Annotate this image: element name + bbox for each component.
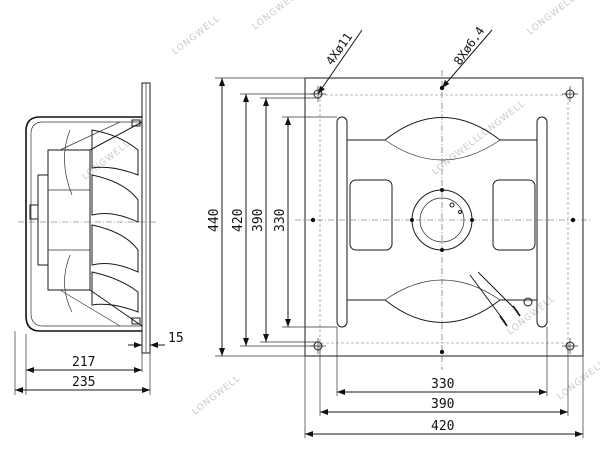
side-blade (91, 129, 139, 176)
side-guard-rail (25, 116, 142, 332)
side-strut (89, 121, 143, 151)
mount-hole (440, 248, 444, 252)
side-terminal-box (29, 204, 39, 220)
front-slot-left (336, 116, 348, 328)
front-cable (469, 274, 506, 323)
watermark: LONGWELL (251, 0, 303, 32)
dim-horizontal-330: 330 (431, 377, 454, 392)
front-view: 440 420 390 330 330 390 420 4Xø11 8Xø6.4 (207, 24, 592, 438)
side-strut (89, 289, 143, 327)
mount-hole (310, 217, 316, 223)
dim-depth-total: 235 (72, 375, 95, 390)
dim-horizontal-420: 420 (431, 419, 454, 434)
dim-vertical-330: 330 (273, 209, 288, 232)
leader-mount-holes (441, 29, 493, 89)
front-cable (477, 271, 519, 313)
dim-vertical-390: 390 (251, 209, 266, 232)
front-bracket (346, 117, 538, 323)
dim-flange-thickness: 15 (168, 331, 184, 346)
front-outer-plate (304, 77, 584, 357)
front-cutout-left (349, 179, 393, 251)
watermark: LONGWELL (476, 99, 528, 143)
dim-vertical-420: 420 (231, 209, 246, 232)
side-blade-curve (64, 254, 73, 313)
front-cable-gland (523, 297, 533, 307)
mount-hole (570, 217, 576, 223)
watermark: LONGWELL (171, 14, 223, 58)
dim-horizontal-390: 390 (431, 397, 454, 412)
side-motor-cap (37, 174, 49, 266)
front-cable-end (512, 305, 521, 317)
front-hub-bolt (449, 202, 455, 208)
side-blade (91, 174, 139, 223)
side-clip (131, 119, 141, 127)
side-blade-curve (64, 129, 73, 196)
side-guard-rail-inner (30, 121, 142, 327)
watermark: LONGWELL (81, 139, 133, 183)
mount-hole (410, 218, 414, 222)
front-hub-bolt (458, 210, 462, 214)
callout-corner-holes: 4Xø11 (323, 30, 355, 68)
mount-hole (470, 218, 474, 222)
watermark: LONGWELL (431, 134, 483, 178)
mount-hole (440, 188, 444, 192)
horizontal-dimension-group: 330 390 420 (304, 327, 584, 438)
front-slot-right (536, 116, 548, 328)
watermark: LONGWELL (556, 359, 600, 403)
mount-hole (439, 349, 445, 355)
hole-callouts: 4Xø11 8Xø6.4 (317, 24, 493, 95)
side-clip (131, 317, 141, 325)
front-inner-outline (319, 94, 569, 344)
front-mount-holes (310, 85, 576, 355)
dim-vertical-440: 440 (207, 209, 222, 232)
callout-mount-holes: 8Xø6.4 (451, 24, 487, 68)
side-blade (91, 224, 139, 273)
vertical-dimension-group: 440 420 390 330 (207, 77, 337, 357)
side-strut (59, 121, 121, 151)
front-bracket-curve-bottom (384, 279, 501, 301)
leader-corner-holes (317, 29, 363, 95)
watermark: LONGWELL (191, 374, 243, 418)
front-cutout-right (492, 179, 536, 251)
front-cable-end (499, 315, 508, 327)
watermark-layer: LONGWELL LONGWELL LONGWELL LONGWELL LONG… (81, 0, 600, 417)
side-blade (91, 271, 139, 313)
side-strut (59, 289, 121, 327)
watermark: LONGWELL (526, 0, 578, 37)
front-bracket-curve-top (384, 139, 501, 161)
side-view: 15 217 235 (14, 82, 184, 395)
dim-depth-motor: 217 (72, 355, 95, 370)
